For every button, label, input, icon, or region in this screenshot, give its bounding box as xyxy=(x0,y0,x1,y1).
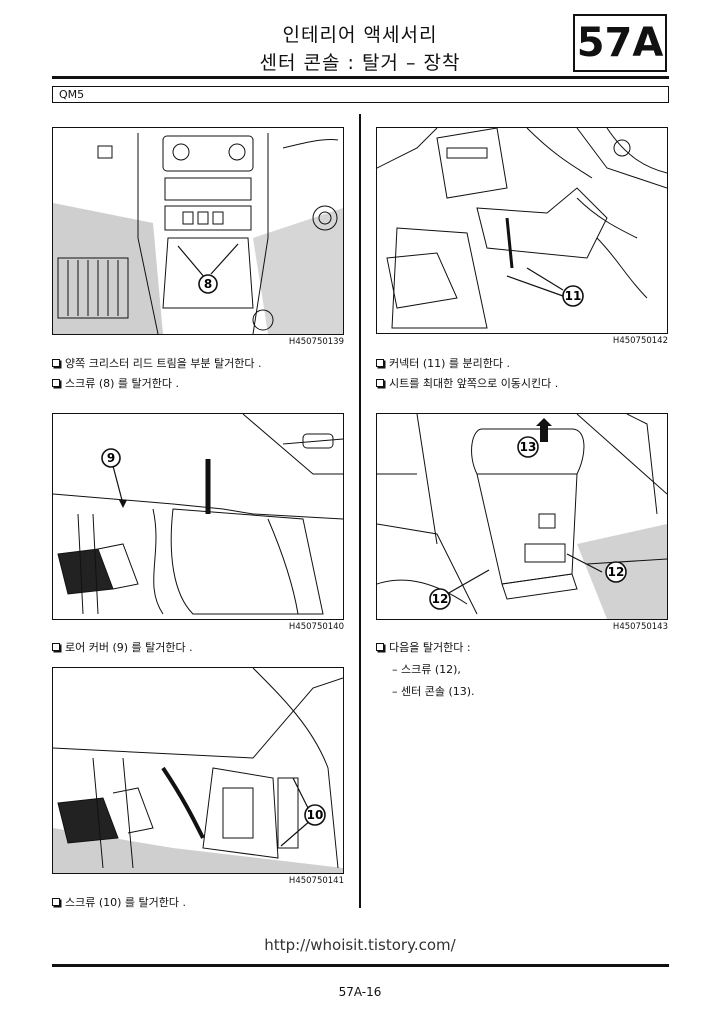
callout-10: 10 xyxy=(304,804,326,826)
checkbox-icon xyxy=(52,379,60,387)
figure-center-console-13: 13 12 12 xyxy=(376,413,668,620)
figure-ref: H450750139 xyxy=(288,337,344,347)
step-item: 로어 커버 (9) 를 탈거한다 . xyxy=(52,639,193,655)
figure-3-illustration: 10 xyxy=(53,668,343,873)
svg-text:8: 8 xyxy=(204,277,212,291)
chapter-badge: 57A xyxy=(573,14,667,72)
figure-ref: H450750141 xyxy=(288,876,344,886)
checkbox-icon xyxy=(376,359,384,367)
callout-12-right: 12 xyxy=(605,561,627,583)
step-text: 양쪽 크리스터 리드 트림을 부분 탈거한다 . xyxy=(65,357,262,370)
step-text: 스크류 (8) 를 탈거한다 . xyxy=(65,377,180,390)
step-text: 시트를 최대한 앞쪽으로 이동시킨다 . xyxy=(389,377,559,390)
page-title-line2: 센터 콘솔 : 탈거 – 장착 xyxy=(259,52,461,74)
figure-4-illustration: 11 xyxy=(377,128,667,329)
svg-text:10: 10 xyxy=(307,808,324,822)
figure-ref: H450750142 xyxy=(612,336,668,346)
figure-2-illustration: 9 xyxy=(53,414,343,615)
step-item: 시트를 최대한 앞쪽으로 이동시킨다 . xyxy=(376,375,558,391)
step-text: 커넥터 (11) 를 분리한다 . xyxy=(389,357,511,370)
checkbox-icon xyxy=(52,898,60,906)
model-label: QM5 xyxy=(52,86,669,103)
footer-rule xyxy=(52,964,669,967)
figure-ref: H450750140 xyxy=(288,622,344,632)
column-divider xyxy=(359,114,361,908)
callout-12-left: 12 xyxy=(429,588,451,610)
step-text: 스크류 (10) 를 탈거한다 . xyxy=(65,896,187,909)
step-text: 로어 커버 (9) 를 탈거한다 . xyxy=(65,641,193,654)
figure-screw-10: 10 xyxy=(52,667,344,874)
step-item: 다음을 탈거한다 : xyxy=(376,639,471,655)
callout-11: 11 xyxy=(562,285,584,307)
sub-item: – 스크류 (12), xyxy=(392,663,461,676)
header-rule xyxy=(52,76,669,79)
svg-text:12: 12 xyxy=(432,592,449,606)
page-number: 57A-16 xyxy=(338,985,382,999)
figure-1-illustration: 8 xyxy=(53,133,343,334)
checkbox-icon xyxy=(52,643,60,651)
svg-text:11: 11 xyxy=(565,289,582,303)
svg-text:13: 13 xyxy=(520,440,537,454)
callout-9: 9 xyxy=(101,448,121,468)
figure-ref: H450750143 xyxy=(612,622,668,632)
checkbox-icon xyxy=(376,379,384,387)
sub-item: – 센터 콘솔 (13). xyxy=(392,685,475,698)
figure-connector-11: 11 xyxy=(376,127,668,334)
checkbox-icon xyxy=(376,643,384,651)
step-item: 스크류 (8) 를 탈거한다 . xyxy=(52,375,179,391)
step-item: 양쪽 크리스터 리드 트림을 부분 탈거한다 . xyxy=(52,355,262,371)
step-item: 스크류 (10) 를 탈거한다 . xyxy=(52,894,186,910)
svg-text:9: 9 xyxy=(107,451,115,465)
source-url: http://whoisit.tistory.com/ xyxy=(264,936,456,954)
step-item: 커넥터 (11) 를 분리한다 . xyxy=(376,355,510,371)
figure-center-console-screws: 8 xyxy=(52,127,344,335)
svg-text:12: 12 xyxy=(608,565,625,579)
checkbox-icon xyxy=(52,359,60,367)
figure-5-illustration: 13 12 12 xyxy=(377,414,667,619)
step-text: 다음을 탈거한다 : xyxy=(389,641,471,654)
callout-13: 13 xyxy=(517,436,539,458)
page-title-line1: 인테리어 액세서리 xyxy=(282,24,438,46)
figure-lower-cover: 9 xyxy=(52,413,344,620)
callout-8: 8 xyxy=(198,274,218,294)
